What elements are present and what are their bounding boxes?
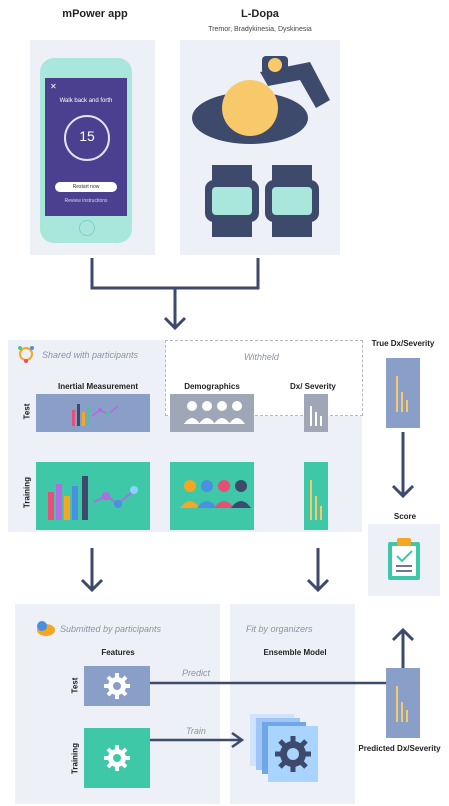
phone-header: Walk back and forth [59,98,113,104]
training-inertial-box [36,462,150,530]
predicted-dx-label: Predicted Dx/Severity [358,744,441,753]
score-label: Score [393,512,417,521]
close-icon[interactable]: ✕ [50,82,57,91]
shared-label: Shared with participants [42,350,139,360]
review-instructions-link[interactable]: Review instructions [64,198,108,204]
home-button[interactable] [79,220,95,236]
test-inertial-box [36,394,150,432]
predict-label: Predict [182,668,211,678]
timer-ring [64,115,110,161]
ldopa-subtitle: Tremor, Bradykinesia, Dyskinesia [208,26,312,33]
ldopa-title: L-Dopa [241,8,279,20]
true-dx-label: True Dx/Severity [371,339,435,348]
timer-value: 15 [79,128,95,144]
withheld-label: Withheld [244,352,279,362]
train-label: Train [186,726,206,736]
gear-icon [104,745,130,771]
submitted-label: Submitted by participants [60,624,162,634]
dx-severity-label: Dx/ Severity [290,382,336,391]
features-label: Features [101,648,135,657]
training-demographics-box [170,462,254,530]
fit-label: Fit by organizers [246,624,313,634]
restart-button[interactable]: Restart now [55,182,117,192]
ensemble-label: Ensemble Model [263,648,327,657]
test-demographics-box [170,394,254,432]
inertial-label: Inertial Measurement [57,382,139,391]
mpower-title: mPower app [62,8,128,20]
gear-icon [104,673,130,699]
demographics-label: Demographics [184,382,240,391]
